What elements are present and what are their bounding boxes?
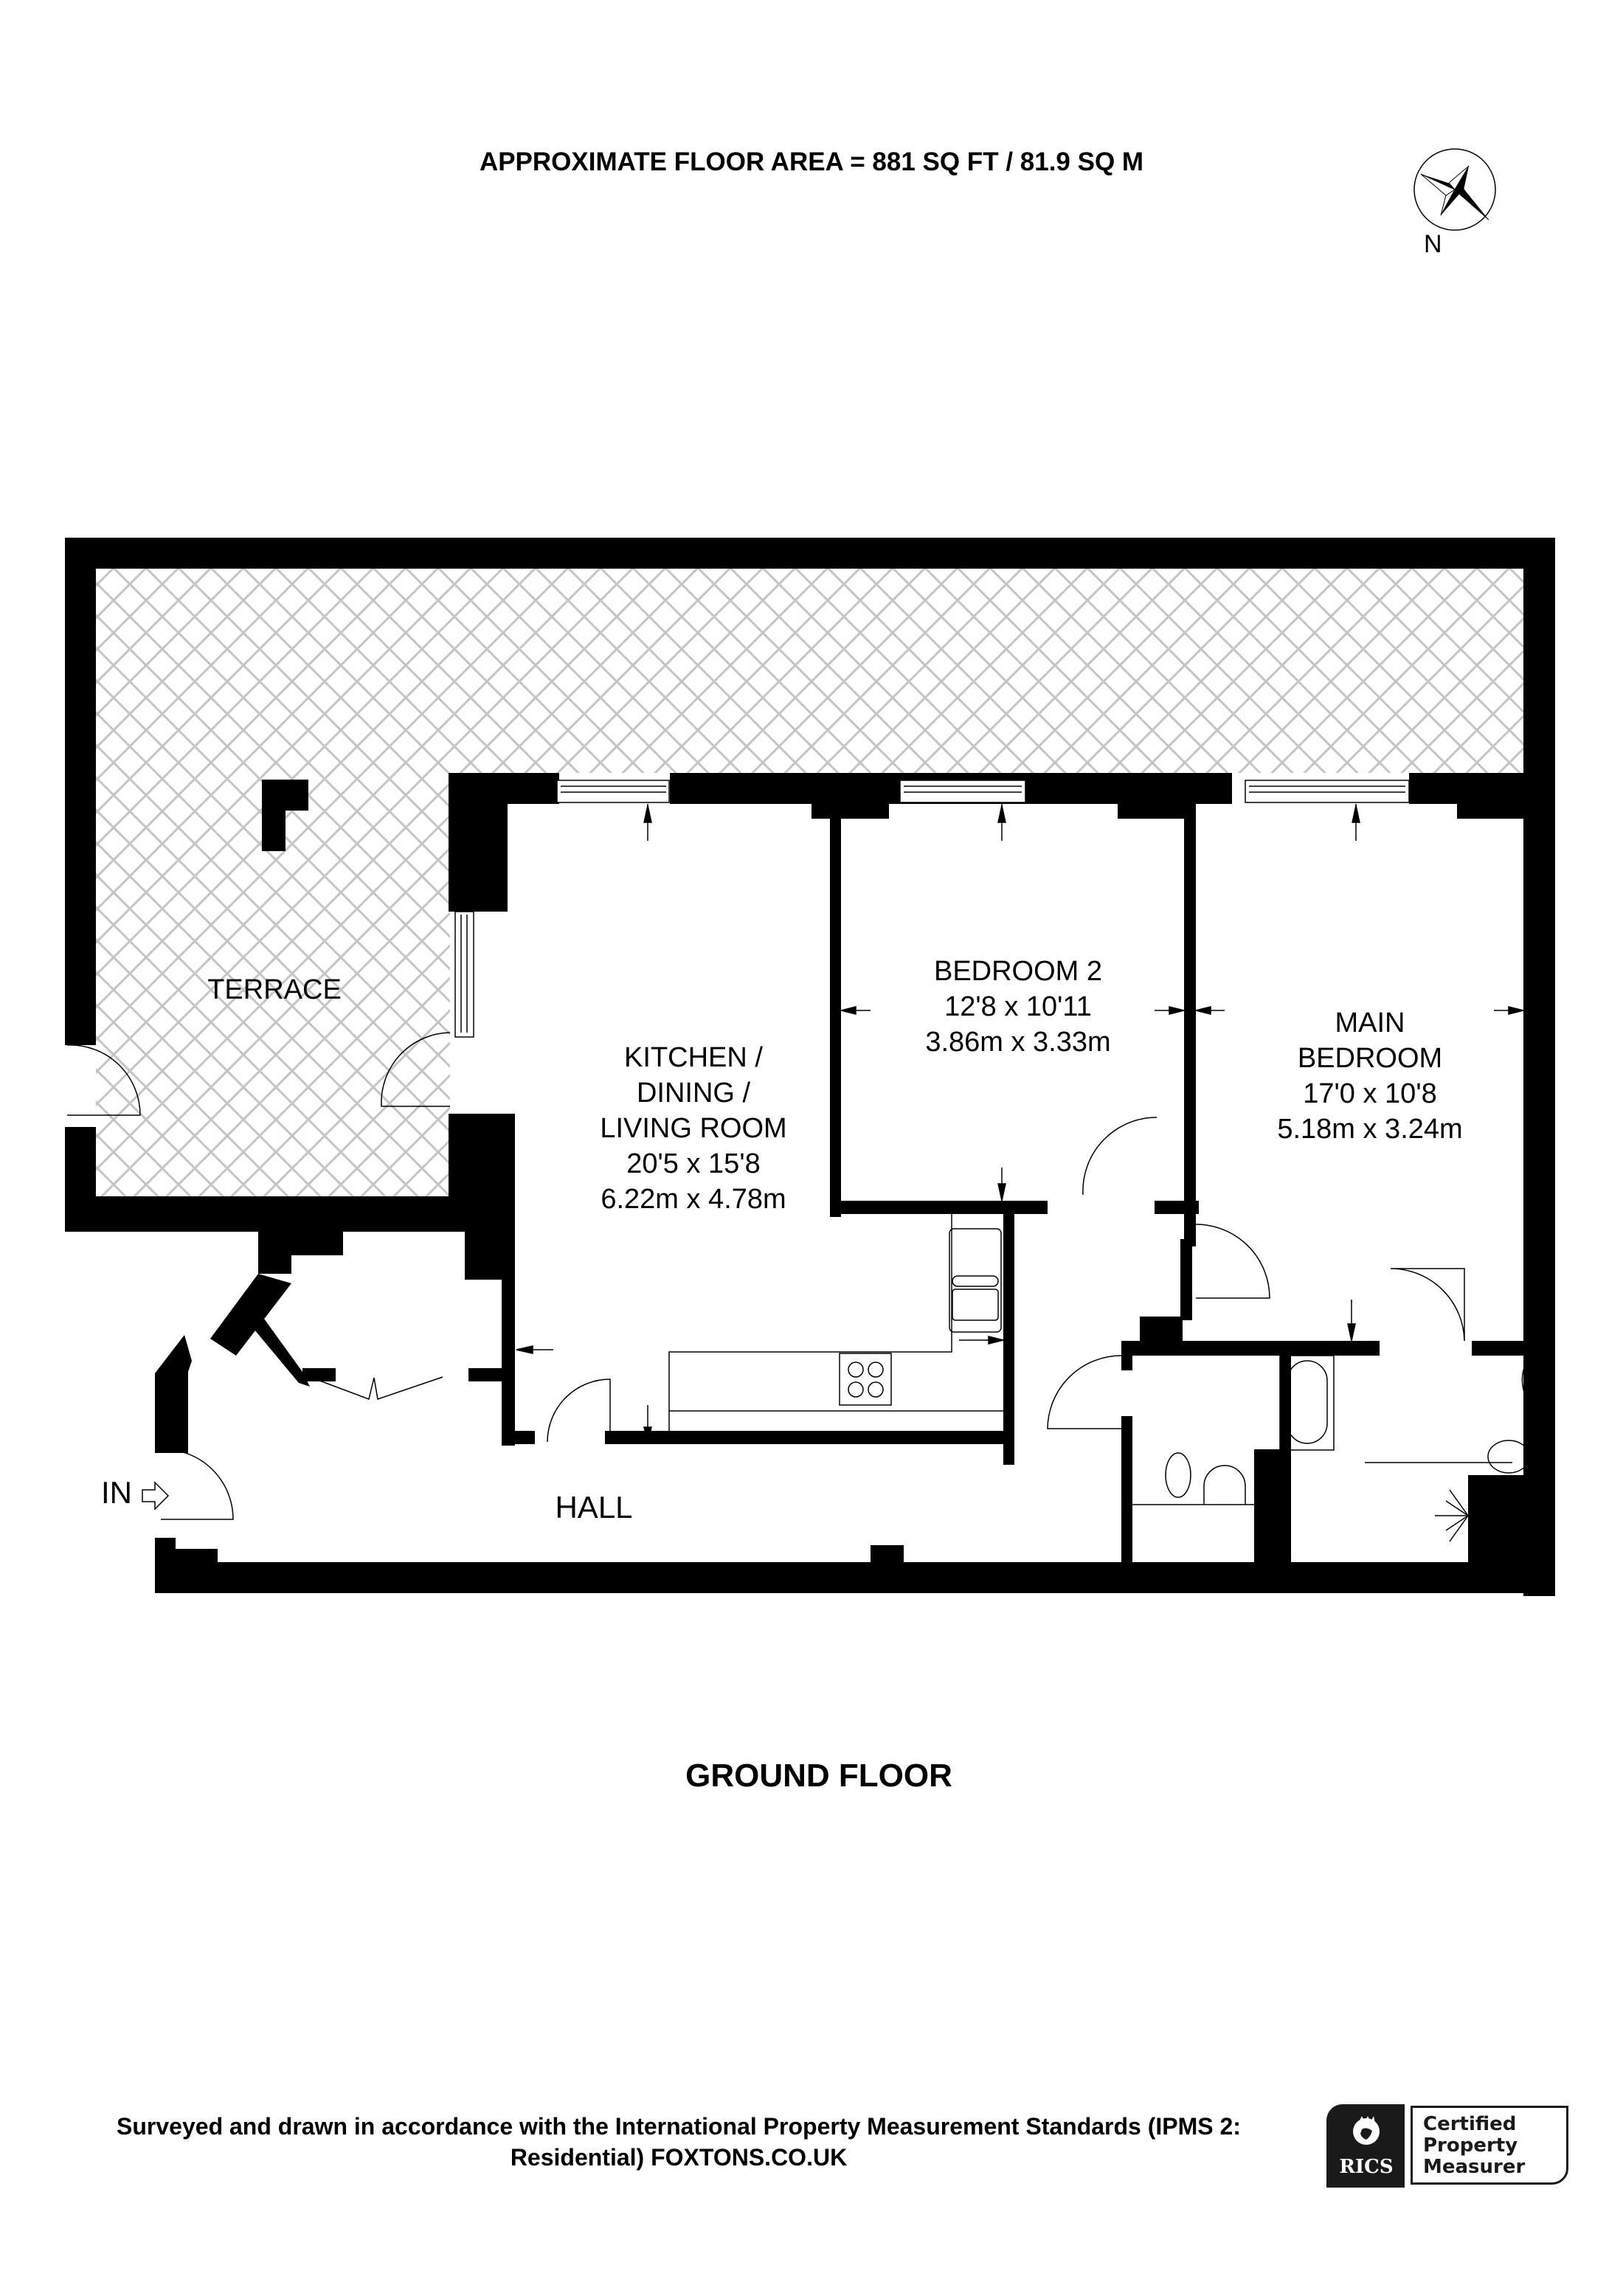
main-bedroom-name-line2: BEDROOM [1297, 1043, 1443, 1074]
footer-line1: Surveyed and drawn in accordance with th… [117, 2113, 1241, 2140]
entrance-arrow-icon [142, 1481, 170, 1511]
rics-org: RICS [1339, 2156, 1394, 2178]
terrace-label: TERRACE [207, 974, 342, 1005]
bedroom2-imperial: 12'8 x 10'11 [944, 991, 1092, 1022]
basin-icon [1203, 1465, 1246, 1505]
main-bedroom-imperial: 17'0 x 10'8 [1303, 1078, 1437, 1109]
hob-icon [839, 1353, 892, 1406]
bedroom2-name: BEDROOM 2 [933, 956, 1103, 987]
footer-line2: Residential) FOXTONS.CO.UK [510, 2144, 848, 2171]
ensuite-toilet-icon [1487, 1440, 1530, 1474]
kitchen-name-line2: DINING / [636, 1078, 751, 1109]
windows [454, 780, 1410, 1038]
shower-icon [1435, 1489, 1469, 1542]
dimension-arrows [516, 804, 1524, 1444]
rics-badge: RICS Certified Property Measurer [1326, 2104, 1573, 2189]
badge-line2: Property [1423, 2134, 1518, 2157]
floor-label: GROUND FLOOR [685, 1758, 952, 1794]
kitchen-name-line1: KITCHEN / [624, 1042, 763, 1073]
bathroom-fittings [1132, 1355, 1530, 1542]
kitchen-label: KITCHEN / DINING / LIVING ROOM 20'5 x 15… [600, 1040, 786, 1217]
badge-line3: Measurer [1423, 2156, 1526, 2178]
sink-icon [949, 1228, 1002, 1333]
lion-icon [1353, 2116, 1380, 2145]
main-bedroom-metric: 5.18m x 3.24m [1277, 1114, 1463, 1145]
outer-walls [65, 538, 1555, 1596]
compass-rose-icon [1413, 148, 1496, 231]
bath-icon [1279, 1355, 1335, 1451]
ensuite-basin-icon [1521, 1359, 1528, 1401]
kitchen-imperial: 20'5 x 15'8 [626, 1148, 761, 1179]
rics-cert-box: Certified Property Measurer [1411, 2106, 1568, 2185]
kitchen-metric: 6.22m x 4.78m [601, 1184, 786, 1215]
kitchen-units [668, 1210, 1005, 1435]
compass-north-label: N [1424, 230, 1442, 258]
terrace-area [96, 568, 1534, 1197]
survey-footer: Surveyed and drawn in accordance with th… [44, 2111, 1313, 2173]
toilet-icon [1165, 1452, 1191, 1498]
badge-line1: Certified [1423, 2113, 1517, 2135]
bedroom2-label: BEDROOM 2 12'8 x 10'11 3.86m x 3.33m [925, 954, 1110, 1060]
hall-label: HALL [555, 1490, 633, 1525]
main-bedroom-name-line1: MAIN [1335, 1007, 1405, 1038]
entrance-label: IN [101, 1475, 132, 1510]
main-bedroom-label: MAIN BEDROOM 17'0 x 10'8 5.18m x 3.24m [1277, 1005, 1462, 1147]
floor-area-title: APPROXIMATE FLOOR AREA = 881 SQ FT / 81.… [479, 148, 1144, 176]
bedroom2-metric: 3.86m x 3.33m [925, 1027, 1111, 1058]
kitchen-name-line3: LIVING ROOM [600, 1113, 787, 1144]
rics-logo-panel: RICS [1326, 2104, 1405, 2188]
door-swings [66, 1032, 1465, 1520]
